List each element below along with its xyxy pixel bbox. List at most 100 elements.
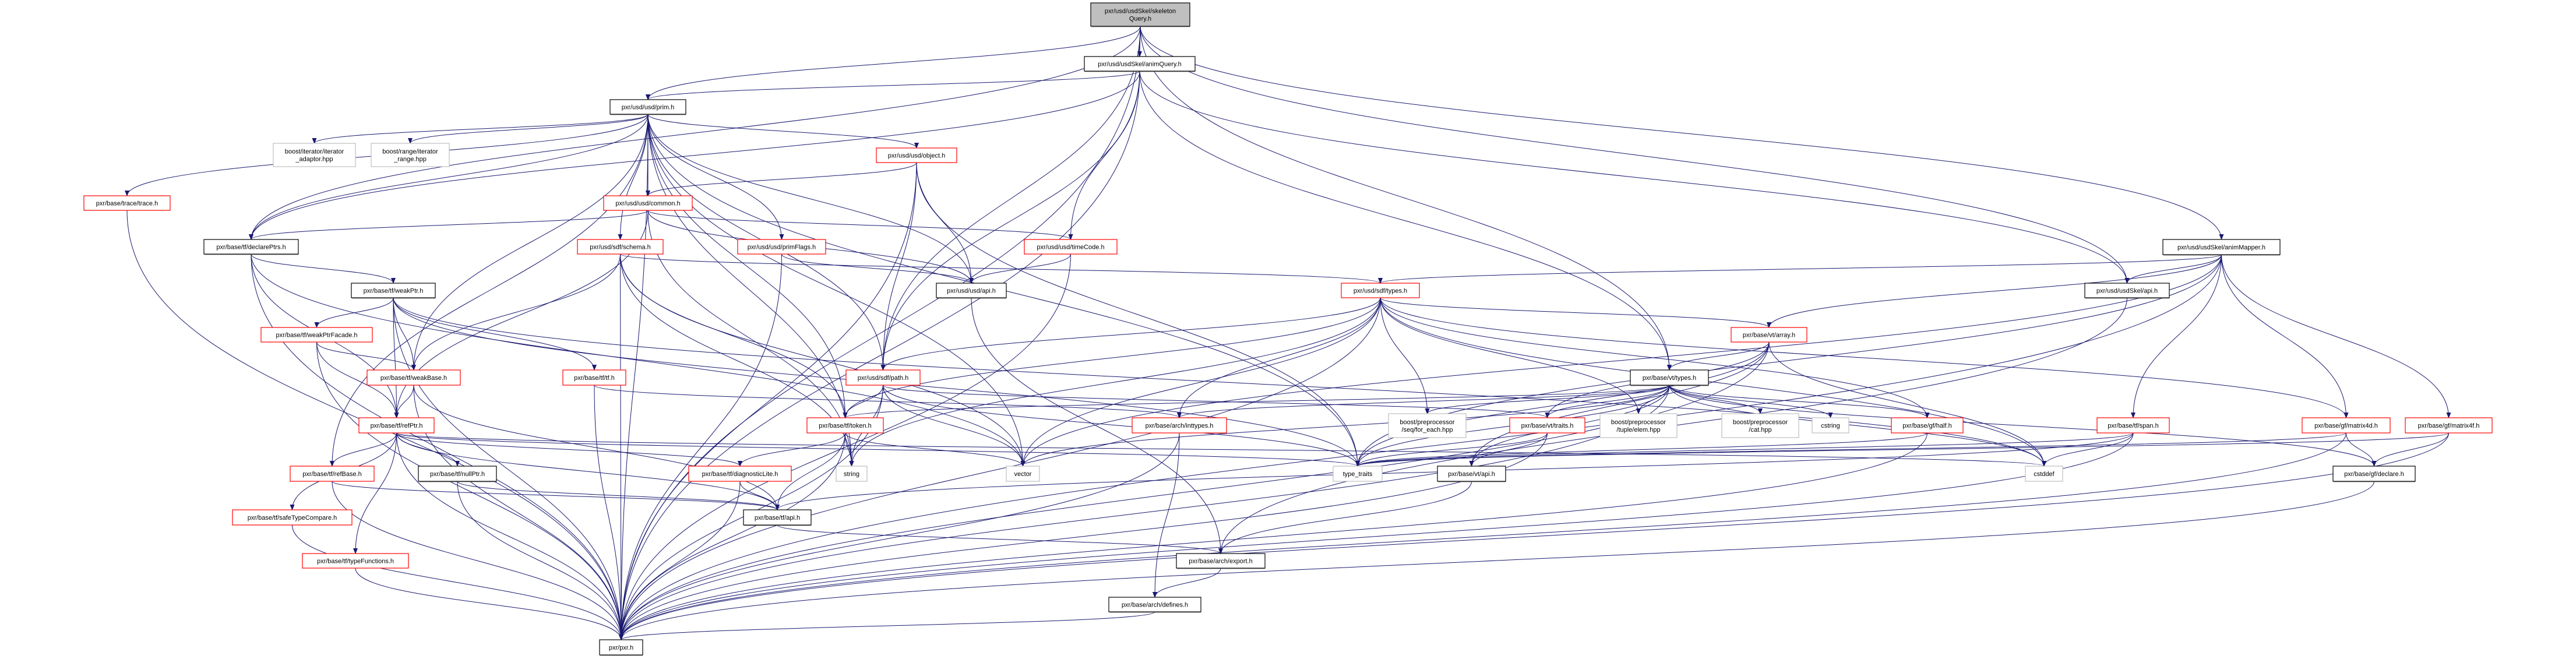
edge-skeletonQuery-to-animMapper xyxy=(1140,26,2224,240)
edge-vtTypes-to-forEach xyxy=(1425,385,1670,414)
node-cstddef[interactable]: cstddef xyxy=(2025,466,2063,482)
node-label: pxr/base/tf/typeFunctions.h xyxy=(317,558,394,565)
node-label: pxr/base/tf/declarePtrs.h xyxy=(216,244,286,251)
node-sdfPath[interactable]: pxr/usd/sdf/path.h xyxy=(845,369,921,386)
node-animMapper[interactable]: pxr/usd/usdSkel/animMapper.h xyxy=(2162,239,2281,256)
node-tupleElem[interactable]: boost/preprocessor/tuple/elem.hpp xyxy=(1599,413,1678,438)
node-primFlags[interactable]: pxr/usd/usd/primFlags.h xyxy=(737,239,826,255)
edge-weakBase-to-refPtr xyxy=(394,385,414,418)
edge-schema-to-weakBase xyxy=(411,253,621,371)
edge-sdfTypes-to-inttypes xyxy=(1177,297,1381,418)
edge-prim-to-iterAdaptor xyxy=(312,114,649,144)
node-trace[interactable]: pxr/base/trace/trace.h xyxy=(83,195,171,211)
node-label: boost/iterator/iterator xyxy=(285,149,344,156)
edge-sdfTypes-to-sdfPath xyxy=(880,297,1381,371)
node-tfh[interactable]: pxr/base/tf/tf.h xyxy=(562,369,626,386)
node-vtApi[interactable]: pxr/base/vt/api.h xyxy=(1437,466,1506,482)
node-matrix4d[interactable]: pxr/base/gf/matrix4d.h xyxy=(2302,417,2391,434)
node-export[interactable]: pxr/base/arch/export.h xyxy=(1176,553,1266,569)
edge-weakPtr-to-weakBase xyxy=(393,297,416,371)
node-weakPtrFacade[interactable]: pxr/base/tf/weakPtrFacade.h xyxy=(260,327,373,343)
edge-refBase-to-tfApi xyxy=(332,481,780,510)
edge-animMapper-to-matrix4f xyxy=(2221,254,2451,418)
node-forEach[interactable]: boost/preprocessor/seq/for_each.hpp xyxy=(1388,413,1467,438)
edge-animQuery-to-declarePtrs xyxy=(249,71,1140,240)
edge-common-to-timeCode xyxy=(647,210,1073,240)
node-matrix4f[interactable]: pxr/base/gf/matrix4f.h xyxy=(2405,417,2493,434)
edge-vtTypes-to-cstring xyxy=(1669,385,1833,418)
node-cstring[interactable]: cstring xyxy=(1812,417,1849,434)
node-defines[interactable]: pxr/base/arch/defines.h xyxy=(1108,597,1201,613)
edge-weakBase-to-pxr xyxy=(413,385,623,640)
node-label: pxr/usd/usdSkel/animMapper.h xyxy=(2177,244,2265,251)
node-label: pxr/base/arch/inttypes.h xyxy=(1146,422,1214,429)
node-label: pxr/usd/usd/primFlags.h xyxy=(748,244,816,251)
node-label: pxr/base/tf/refPtr.h xyxy=(371,422,423,429)
edge-animQuery-to-skelApi xyxy=(1139,71,2130,284)
node-schema[interactable]: pxr/usd/sdf/schema.h xyxy=(577,239,664,255)
node-vector[interactable]: vector xyxy=(1006,466,1040,482)
node-declarePtrs[interactable]: pxr/base/tf/declarePtrs.h xyxy=(203,239,299,255)
edge-token-to-pxr xyxy=(619,432,845,640)
edge-vtTraits-to-vtApi xyxy=(1469,432,1548,467)
node-weakPtr[interactable]: pxr/base/tf/weakPtr.h xyxy=(351,283,436,299)
node-object[interactable]: pxr/usd/usd/object.h xyxy=(876,147,957,163)
node-skelApi[interactable]: pxr/usd/usdSkel/api.h xyxy=(2084,283,2170,299)
edge-animQuery-to-timeCode xyxy=(1068,71,1140,240)
node-label: pxr/base/tf/nullPtr.h xyxy=(430,471,485,478)
node-box xyxy=(876,147,957,163)
node-catHpp[interactable]: boost/preprocessor/cat.hpp xyxy=(1721,413,1799,438)
node-string[interactable]: string xyxy=(836,466,868,482)
edge-animMapper-to-span xyxy=(2131,254,2222,418)
node-token[interactable]: pxr/base/tf/token.h xyxy=(806,417,884,434)
node-animQuery[interactable]: pxr/usd/usdSkel/animQuery.h xyxy=(1084,56,1196,72)
edge-sdfTypes-to-cstddef xyxy=(1380,297,2046,467)
node-label: pxr/base/tf/refBase.h xyxy=(302,471,362,478)
node-typeTraits[interactable]: type_traits xyxy=(1333,466,1383,482)
node-box xyxy=(1024,239,1118,255)
node-gfDeclare[interactable]: pxr/base/gf/declare.h xyxy=(2332,466,2416,482)
edge-vtArray-to-vtTypes xyxy=(1667,341,1770,371)
node-vtTypes[interactable]: pxr/base/vt/types.h xyxy=(1630,369,1709,386)
node-refPtr[interactable]: pxr/base/tf/refPtr.h xyxy=(358,417,435,434)
edge-animQuery-to-pxr xyxy=(619,71,1140,640)
node-box xyxy=(737,239,826,255)
node-box xyxy=(273,143,356,167)
node-weakBase[interactable]: pxr/base/tf/weakBase.h xyxy=(367,369,461,386)
node-prim[interactable]: pxr/usd/usd/prim.h xyxy=(609,99,686,115)
edge-sdfTypes-to-pxr xyxy=(619,297,1381,640)
edge-animQuery-to-prim xyxy=(646,71,1140,100)
node-usdApi[interactable]: pxr/usd/usd/api.h xyxy=(936,283,1007,299)
edge-vtArray-to-vtApi xyxy=(1469,341,1770,467)
edge-animMapper-to-skelApi xyxy=(2124,254,2222,284)
node-inttypes[interactable]: pxr/base/arch/inttypes.h xyxy=(1132,417,1227,434)
node-iterRange[interactable]: boost/range/iterator_range.hpp xyxy=(371,143,450,167)
node-sdfTypes[interactable]: pxr/usd/sdf/types.h xyxy=(1341,283,1420,298)
node-vtArray[interactable]: pxr/base/vt/array.h xyxy=(1731,327,1807,343)
node-common[interactable]: pxr/usd/usd/common.h xyxy=(603,195,693,211)
node-timeCode[interactable]: pxr/usd/usd/timeCode.h xyxy=(1024,239,1118,255)
edge-weakPtr-to-cstddef xyxy=(393,297,2046,467)
node-vtTraits[interactable]: pxr/base/vt/traits.h xyxy=(1509,417,1585,434)
edge-weakPtr-to-tfh xyxy=(393,297,597,371)
node-iterAdaptor[interactable]: boost/iterator/iterator_adaptor.hpp xyxy=(273,143,356,167)
edge-sdfTypes-to-token xyxy=(843,297,1381,418)
node-half[interactable]: pxr/base/gf/half.h xyxy=(1891,417,1964,434)
node-span[interactable]: pxr/base/tf/span.h xyxy=(2096,417,2170,434)
edge-tfh-to-inttypes xyxy=(594,385,1182,418)
node-tfApi[interactable]: pxr/base/tf/api.h xyxy=(743,509,812,526)
node-safeTypeCompare[interactable]: pxr/base/tf/safeTypeCompare.h xyxy=(232,509,353,526)
node-label: pxr/base/gf/matrix4f.h xyxy=(2418,422,2480,429)
edge-weakPtrFacade-to-weakBase xyxy=(316,341,416,371)
edge-weakPtrFacade-to-refPtr xyxy=(316,341,399,418)
edge-token-to-tfApi xyxy=(775,432,845,510)
edge-prim-to-usdApi xyxy=(647,114,974,284)
node-refBase[interactable]: pxr/base/tf/refBase.h xyxy=(290,466,375,482)
edge-prim-to-iterRange xyxy=(408,114,649,144)
edge-token-to-vector xyxy=(845,432,1026,467)
node-typeFunctions[interactable]: pxr/base/tf/typeFunctions.h xyxy=(302,553,409,569)
node-nullPtr[interactable]: pxr/base/tf/nullPtr.h xyxy=(418,466,497,482)
node-pxr[interactable]: pxr/pxr.h xyxy=(599,639,643,656)
node-diagnosticLite[interactable]: pxr/base/tf/diagnosticLite.h xyxy=(688,466,792,482)
